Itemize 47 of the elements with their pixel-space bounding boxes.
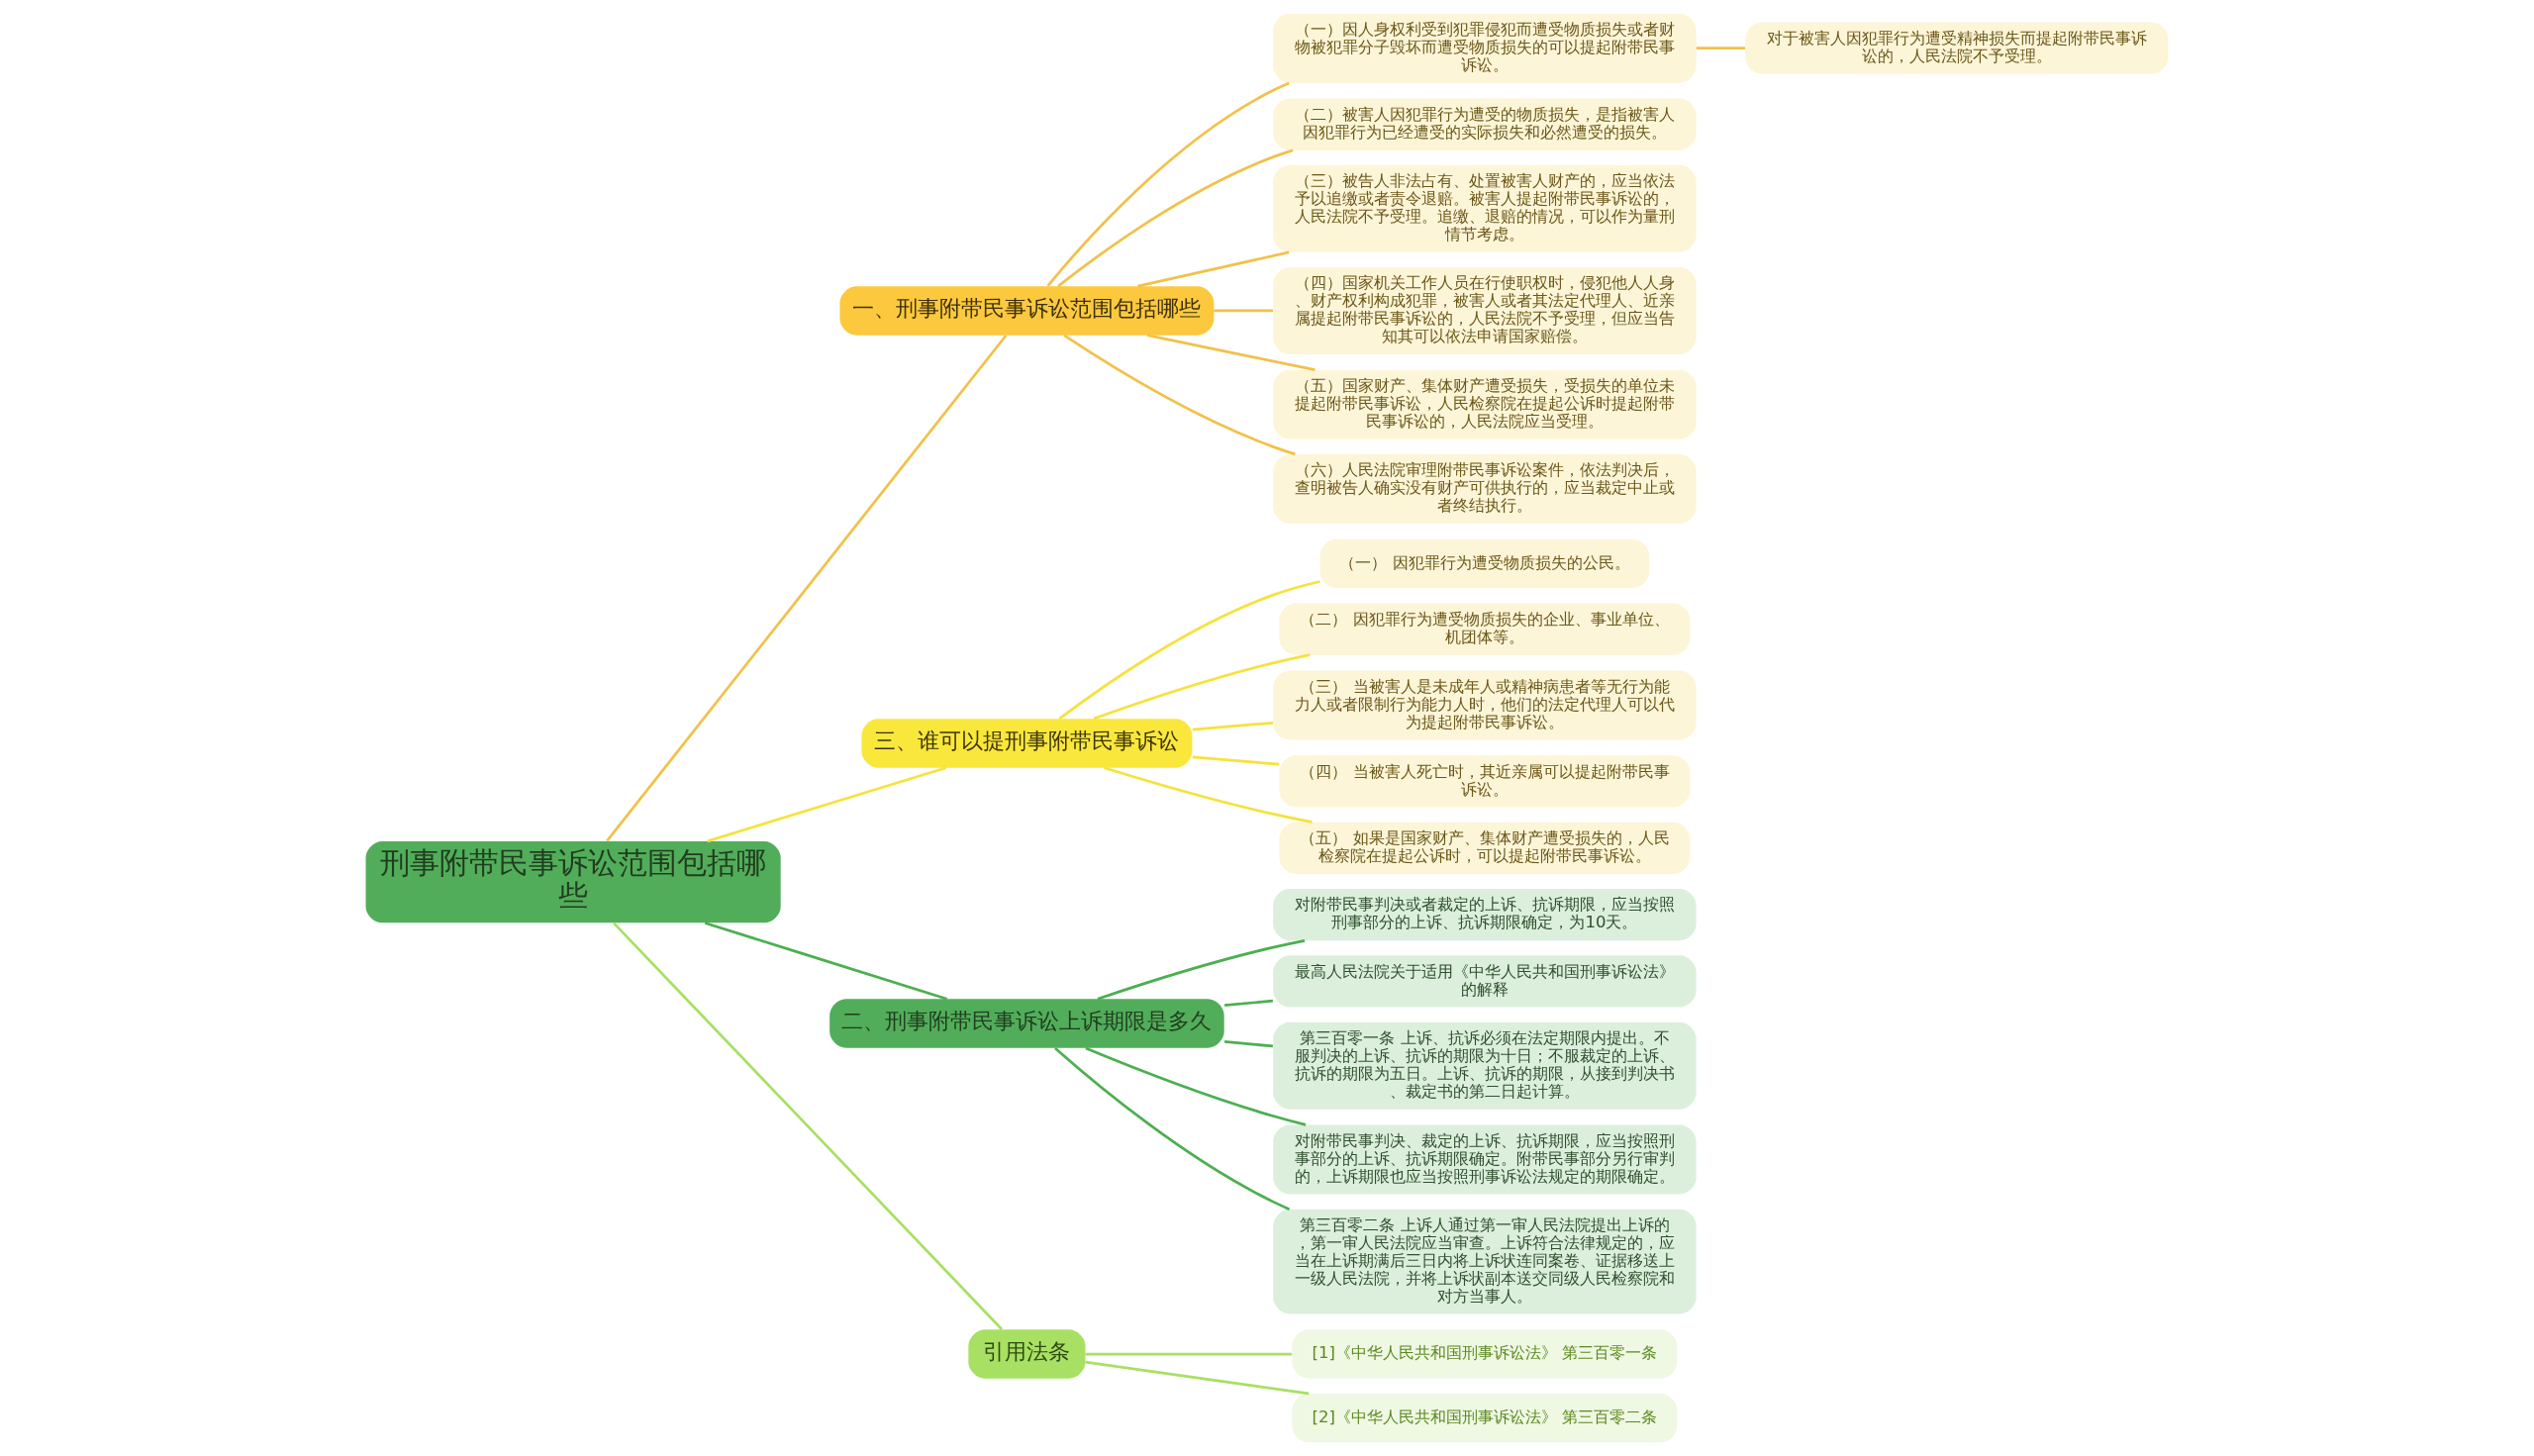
node-box: [2]《中华人民共和国刑事诉讼法》 第三百零二条 (1292, 1393, 1678, 1443)
node-box: （五）国家财产、集体财产遭受损失，受损失的单位未提起附带民事诉讼，人民检察院在提起公诉时提起附带民事诉讼的，人民法院应当受理。 (1273, 369, 1697, 439)
node-box: （三）被告人非法占有、处置被害人财产的，应当依法予以追缴或者责令退赔。被害人提起附带民事诉讼的，人民法院不予受理。追缴、退赔的情况，可以作为量刑情节考虑。 (1273, 164, 1697, 252)
connector (606, 335, 1008, 842)
node-box: （四）国家机关工作人员在行使职权时，侵犯他人人身、财产权利构成犯罪，被害人或者其法定代理人、近亲属提起附带民事诉讼的，人民法院不予受理，但应当告知其可以依法申请国家赔偿。 (1273, 266, 1697, 354)
connector (1093, 653, 1311, 721)
connector (1054, 1046, 1291, 1211)
node-box: 刑事附带民事诉讼范围包括哪些 (365, 840, 781, 923)
connector (1097, 938, 1306, 1001)
connector (1058, 580, 1320, 721)
node-box: （四） 当被害人死亡时，其近亲属可以提起附带民事诉讼。 (1279, 755, 1691, 808)
node-box: （三） 当被害人是未成年人或精神病患者等无行为能力人或者限制行为能力人时，他们的法定代理人可以代为提起附带民事诉讼。 (1273, 670, 1697, 740)
connector (613, 922, 1004, 1330)
connector (1192, 755, 1280, 766)
connector (1085, 1360, 1310, 1396)
connector (1046, 81, 1290, 287)
node-box: 三、谁可以提刑事附带民事诉讼 (861, 719, 1193, 768)
node-box: 最高人民法院关于适用《中华人民共和国刑事诉讼法》的解释 (1273, 955, 1697, 1008)
node-box: （一）因人身权利受到犯罪侵犯而遭受物质损失或者财物被犯罪分子毁坏而遭受物质损失的可以提起附带民事诉讼。 (1273, 13, 1697, 83)
connector (1085, 1046, 1307, 1126)
node-box: 一、刑事附带民事诉讼范围包括哪些 (839, 286, 1215, 336)
connector (1137, 250, 1290, 288)
connector (1192, 721, 1274, 731)
connector (1696, 47, 1746, 50)
connector (1063, 334, 1296, 456)
node-box: 第三百零一条 上诉、抗诉必须在法定期限内提出。不服判决的上诉、抗诉的期限为十日；不服裁定的上诉、抗诉的期限为五日。上诉、抗诉的期限，从接到判决书、裁定书的第二日起计算。 (1273, 1021, 1697, 1110)
node-box: 对附带民事判决、裁定的上诉、抗诉期限，应当按照刑事部分的上诉、抗诉期限确定。附带民事部分另行审判的，上诉期限也应当按照刑事诉讼法规定的期限确定。 (1273, 1124, 1697, 1195)
node-box: （一） 因犯罪行为遭受物质损失的公民。 (1319, 538, 1650, 589)
connector (1224, 999, 1274, 1008)
connector (1146, 334, 1316, 371)
connector (1057, 148, 1294, 288)
node-box: （六）人民法院审理附带民事诉讼案件，依法判决后，查明被告人确实没有财产可供执行的，应当裁定中止或者终结执行。 (1273, 453, 1697, 524)
connector (1214, 309, 1273, 313)
node-box: （二） 因犯罪行为遭受物质损失的企业、事业单位、机团体等。 (1279, 603, 1691, 655)
node-box: （二）被害人因犯罪行为遭受的物质损失，是指被害人因犯罪行为已经遭受的实际损失和必然遭受的损失。 (1273, 98, 1697, 150)
connector (707, 766, 946, 843)
connector (1224, 1040, 1274, 1048)
connector (1085, 1352, 1293, 1356)
node-box: 二、刑事附带民事诉讼上诉期限是多久 (829, 999, 1224, 1048)
node-box: （五） 如果是国家财产、集体财产遭受损失的，人民检察院在提起公诉时，可以提起附带民事诉讼。 (1279, 822, 1691, 874)
node-box: 引用法条 (968, 1329, 1086, 1379)
connector (704, 922, 948, 1001)
node-box: 对于被害人因犯罪行为遭受精神损失而提起附带民事诉讼的，人民法院不予受理。 (1745, 22, 2169, 74)
node-box: [1]《中华人民共和国刑事诉讼法》 第三百零一条 (1292, 1329, 1678, 1379)
node-box: 第三百零二条 上诉人通过第一审人民法院提出上诉的，第一审人民法院应当审查。上诉符合法律规定的，应当在上诉期满后三日内将上诉状连同案卷、证据移送上一级人民法院，并将上诉状副本送交同级人民检察院和对方当事人。 (1273, 1209, 1697, 1314)
node-box: 对附带民事判决或者裁定的上诉、抗诉期限，应当按照刑事部分的上诉、抗诉期限确定，为10天。 (1273, 889, 1697, 941)
connector (1104, 766, 1313, 824)
